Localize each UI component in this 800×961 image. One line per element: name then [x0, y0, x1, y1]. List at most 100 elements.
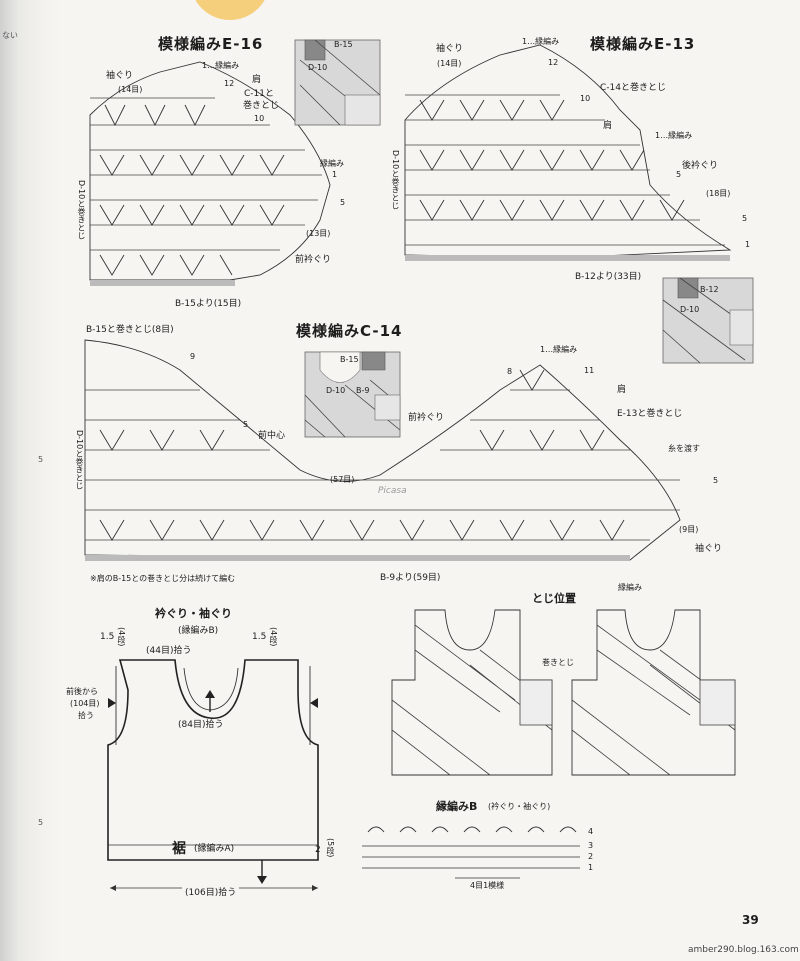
c14-row5r: 5	[713, 476, 719, 485]
c14-border: 縁編み	[618, 583, 642, 592]
e16-count-13: (13目)	[306, 229, 331, 238]
e13-chart	[404, 44, 732, 261]
border-b-subtitle: (衿ぐり・袖ぐり)	[488, 802, 551, 811]
page-number: 39	[742, 913, 759, 927]
e13-row10: 10	[580, 94, 591, 103]
e16-row10: 10	[254, 114, 265, 123]
neck-pick-104b: (104目)	[70, 699, 100, 708]
neck-left-rows: 1.5	[100, 632, 115, 642]
c14-shoulder: 肩	[617, 385, 627, 395]
picasa-stamp: Picasa	[378, 486, 407, 496]
neck-pick-104c: 拾う	[78, 711, 94, 720]
e16-front-neck: 前衿ぐり	[295, 255, 332, 265]
e13-row12: 12	[548, 58, 559, 67]
e16-shoulder: 肩	[252, 75, 262, 85]
border-b-chart	[362, 826, 580, 879]
e16-inset-b15: B-15	[334, 40, 353, 49]
watermark: amber290.blog.163.com	[688, 945, 799, 955]
assembly-seam-label: 巻きとじ	[542, 658, 574, 667]
e13-c14: C-14と巻きとじ	[600, 83, 666, 93]
vest-schematic	[107, 659, 319, 891]
e16-chart	[89, 61, 331, 286]
side-fragment-c: 5	[38, 818, 44, 827]
c14-row9: 9	[190, 352, 196, 361]
e13-row5: 5	[742, 214, 748, 223]
c14-count-9: (9目)	[679, 525, 699, 534]
e16-row5: 5	[340, 198, 346, 207]
c14-count-57: (57目)	[330, 475, 355, 484]
c14-inset-b9: B-9	[356, 386, 370, 395]
c14-sleeve: 袖ぐり	[695, 544, 723, 554]
neck-pick-104a: 前後から	[66, 687, 98, 696]
neck-pick-84: (84目)拾う	[178, 720, 224, 730]
e16-one: 1	[332, 170, 338, 179]
e16-inset-d10: D-10	[308, 63, 328, 72]
e13-edge: 1…縁編み	[522, 37, 560, 46]
c14-note: ※肩のB-15との巻きとじ分は続けて編む	[90, 574, 236, 583]
c14-b15-join: B-15と巻きとじ(8目)	[86, 325, 174, 335]
e13-edge2: 1…縁編み	[655, 131, 693, 140]
e13-row1: 1	[745, 240, 751, 249]
c14-edge: 1…縁編み	[540, 345, 578, 354]
e13-from-b12: B-12より(33目)	[575, 272, 642, 282]
neck-hem-sub: (縁編みA)	[194, 844, 235, 854]
c14-front-neck: 前衿ぐり	[408, 413, 445, 423]
border-b-r2: 2	[588, 852, 594, 861]
border-b-r4: 4	[588, 827, 594, 836]
side-fragment-b: 5	[38, 455, 44, 464]
c14-inset-d10: D-10	[326, 386, 346, 395]
e13-inset	[662, 277, 754, 364]
neck-right-rows: 1.5	[252, 632, 267, 642]
c14-inset	[304, 351, 401, 438]
e16-count-14: (14目)	[118, 85, 143, 94]
e16-d10-side: D-10と巻きとじ	[77, 180, 86, 240]
e16-c11b: 巻きとじ	[243, 101, 280, 111]
e13-shoulder: 肩	[603, 121, 613, 131]
assembly-left	[391, 609, 553, 776]
e13-inset-b12: B-12	[700, 285, 719, 294]
c14-row8: 8	[507, 367, 513, 376]
border-b-r1: 1	[588, 863, 594, 872]
c14-d10-side: D-10と巻きとじ	[75, 430, 84, 490]
c14-title: 模様編みC-14	[296, 322, 403, 340]
e13-d10-side: D-10と巻きとじ	[391, 150, 400, 210]
neck-hem: 裾	[172, 841, 186, 857]
border-b-repeat: 4目1模様	[470, 881, 505, 890]
neck-hem-rows-unit: (5段)	[326, 838, 335, 858]
c14-from-b9: B-9より(59目)	[380, 573, 441, 583]
neck-right-rows-unit: (4段)	[269, 627, 278, 647]
c14-front-center: 前中心	[258, 431, 286, 441]
c14-yarn-cross: 糸を渡す	[668, 444, 700, 453]
c14-chart	[84, 339, 681, 561]
side-fragment-a: ない	[2, 31, 18, 40]
c14-e13: E-13と巻きとじ	[617, 409, 683, 419]
e13-row5a: 5	[676, 170, 682, 179]
neck-hem-rows: 2	[315, 845, 321, 855]
e16-row12: 12	[224, 79, 235, 88]
neck-pick-106: (106目)拾う	[182, 885, 240, 898]
assembly-right	[571, 609, 736, 776]
neck-pick-44: (44目)拾う	[146, 646, 192, 656]
assembly-title: とじ位置	[532, 592, 576, 605]
c14-row11: 11	[584, 366, 595, 375]
e16-border: 縁編み	[320, 159, 344, 168]
border-b-title: 縁編みB	[436, 800, 478, 813]
border-b-r3: 3	[588, 841, 594, 850]
e13-sleeve: 袖ぐり	[436, 44, 464, 54]
neck-left-rows-unit: (4段)	[117, 627, 126, 647]
e16-inset	[294, 39, 381, 126]
e16-c11: C-11と	[244, 89, 274, 99]
e13-title: 模様編みE-13	[590, 35, 696, 53]
e13-count-14: (14目)	[437, 59, 462, 68]
e16-title: 模様編みE-16	[158, 35, 264, 53]
neck-subtitle: (縁編みB)	[178, 626, 219, 636]
e13-inset-d10: D-10	[680, 305, 700, 314]
e16-sleeve-label: 袖ぐり	[106, 71, 134, 81]
c14-inset-b15: B-15	[340, 355, 359, 364]
e16-edge-label: 1…縁編み	[202, 61, 240, 70]
neck-title: 衿ぐり・袖ぐり	[155, 607, 232, 620]
e13-count-18: (18目)	[706, 189, 731, 198]
c14-row5: 5	[243, 420, 249, 429]
